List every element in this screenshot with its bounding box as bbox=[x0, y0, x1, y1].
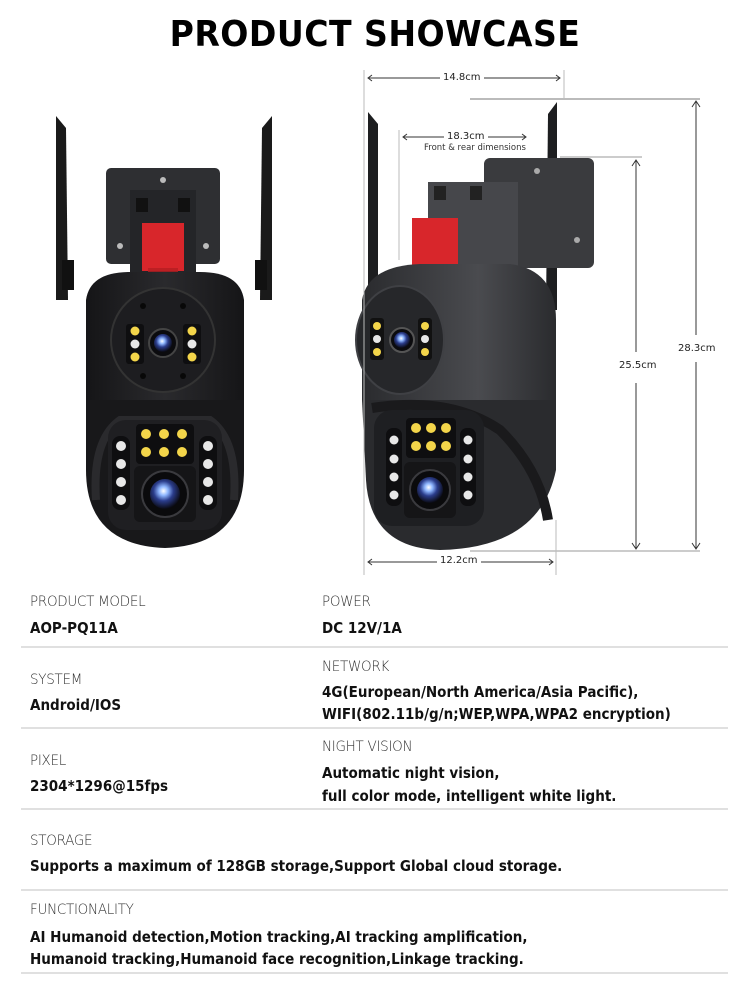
divider bbox=[21, 889, 728, 891]
spec-value-power: DC 12V/1A bbox=[322, 619, 402, 637]
spec-label-functionality: FUNCTIONALITY bbox=[30, 902, 134, 918]
spec-value-functionality-line-2: Humanoid tracking,Humanoid face recognit… bbox=[30, 950, 524, 968]
spec-value-functionality-line-1: AI Humanoid detection,Motion tracking,AI… bbox=[30, 928, 528, 946]
spec-value-network-line-1: 4G(European/North America/Asia Pacific), bbox=[322, 683, 639, 701]
spec-value-night-vision-line-2: full color mode, intelligent white light… bbox=[322, 787, 617, 805]
page-title: PRODUCT SHOWCASE bbox=[169, 14, 581, 55]
dimension-lines bbox=[363, 70, 701, 575]
dimension-front-rear: 18.3cm bbox=[444, 131, 488, 142]
spec-label-system: SYSTEM bbox=[30, 672, 83, 688]
divider bbox=[21, 727, 728, 729]
dimension-width-bottom: 12.2cm bbox=[437, 555, 481, 566]
divider bbox=[21, 808, 728, 810]
camera-side-view bbox=[355, 102, 594, 550]
dimension-height-body: 25.5cm bbox=[616, 360, 660, 371]
dimension-front-rear-note: Front & rear dimensions bbox=[424, 143, 526, 153]
spec-value-night-vision-line-1: Automatic night vision, bbox=[322, 764, 500, 782]
dimension-height-total: 28.3cm bbox=[675, 343, 719, 354]
product-illustration: 14.8cm 18.3cm Front & rear dimensions 25… bbox=[0, 70, 750, 580]
spec-value-storage: Supports a maximum of 128GB storage,Supp… bbox=[30, 857, 563, 875]
spec-label-network: NETWORK bbox=[322, 659, 390, 675]
spec-label-storage: STORAGE bbox=[30, 833, 93, 849]
divider bbox=[21, 972, 728, 974]
spec-label-pixel: PIXEL bbox=[30, 753, 66, 769]
spec-label-product-model: PRODUCT MODEL bbox=[30, 594, 146, 610]
dimension-width-top: 14.8cm bbox=[440, 72, 484, 83]
spec-label-power: POWER bbox=[322, 594, 371, 610]
spec-value-system: Android/IOS bbox=[30, 696, 122, 714]
spec-label-night-vision: NIGHT VISION bbox=[322, 739, 413, 755]
spec-value-pixel: 2304*1296@15fps bbox=[30, 777, 169, 795]
camera-front-view bbox=[56, 116, 272, 548]
spec-value-product-model: AOP-PQ11A bbox=[30, 619, 118, 637]
spec-value-network-line-2: WIFI(802.11b/g/n;WEP,WPA,WPA2 encryption… bbox=[322, 705, 671, 723]
divider bbox=[21, 646, 728, 648]
